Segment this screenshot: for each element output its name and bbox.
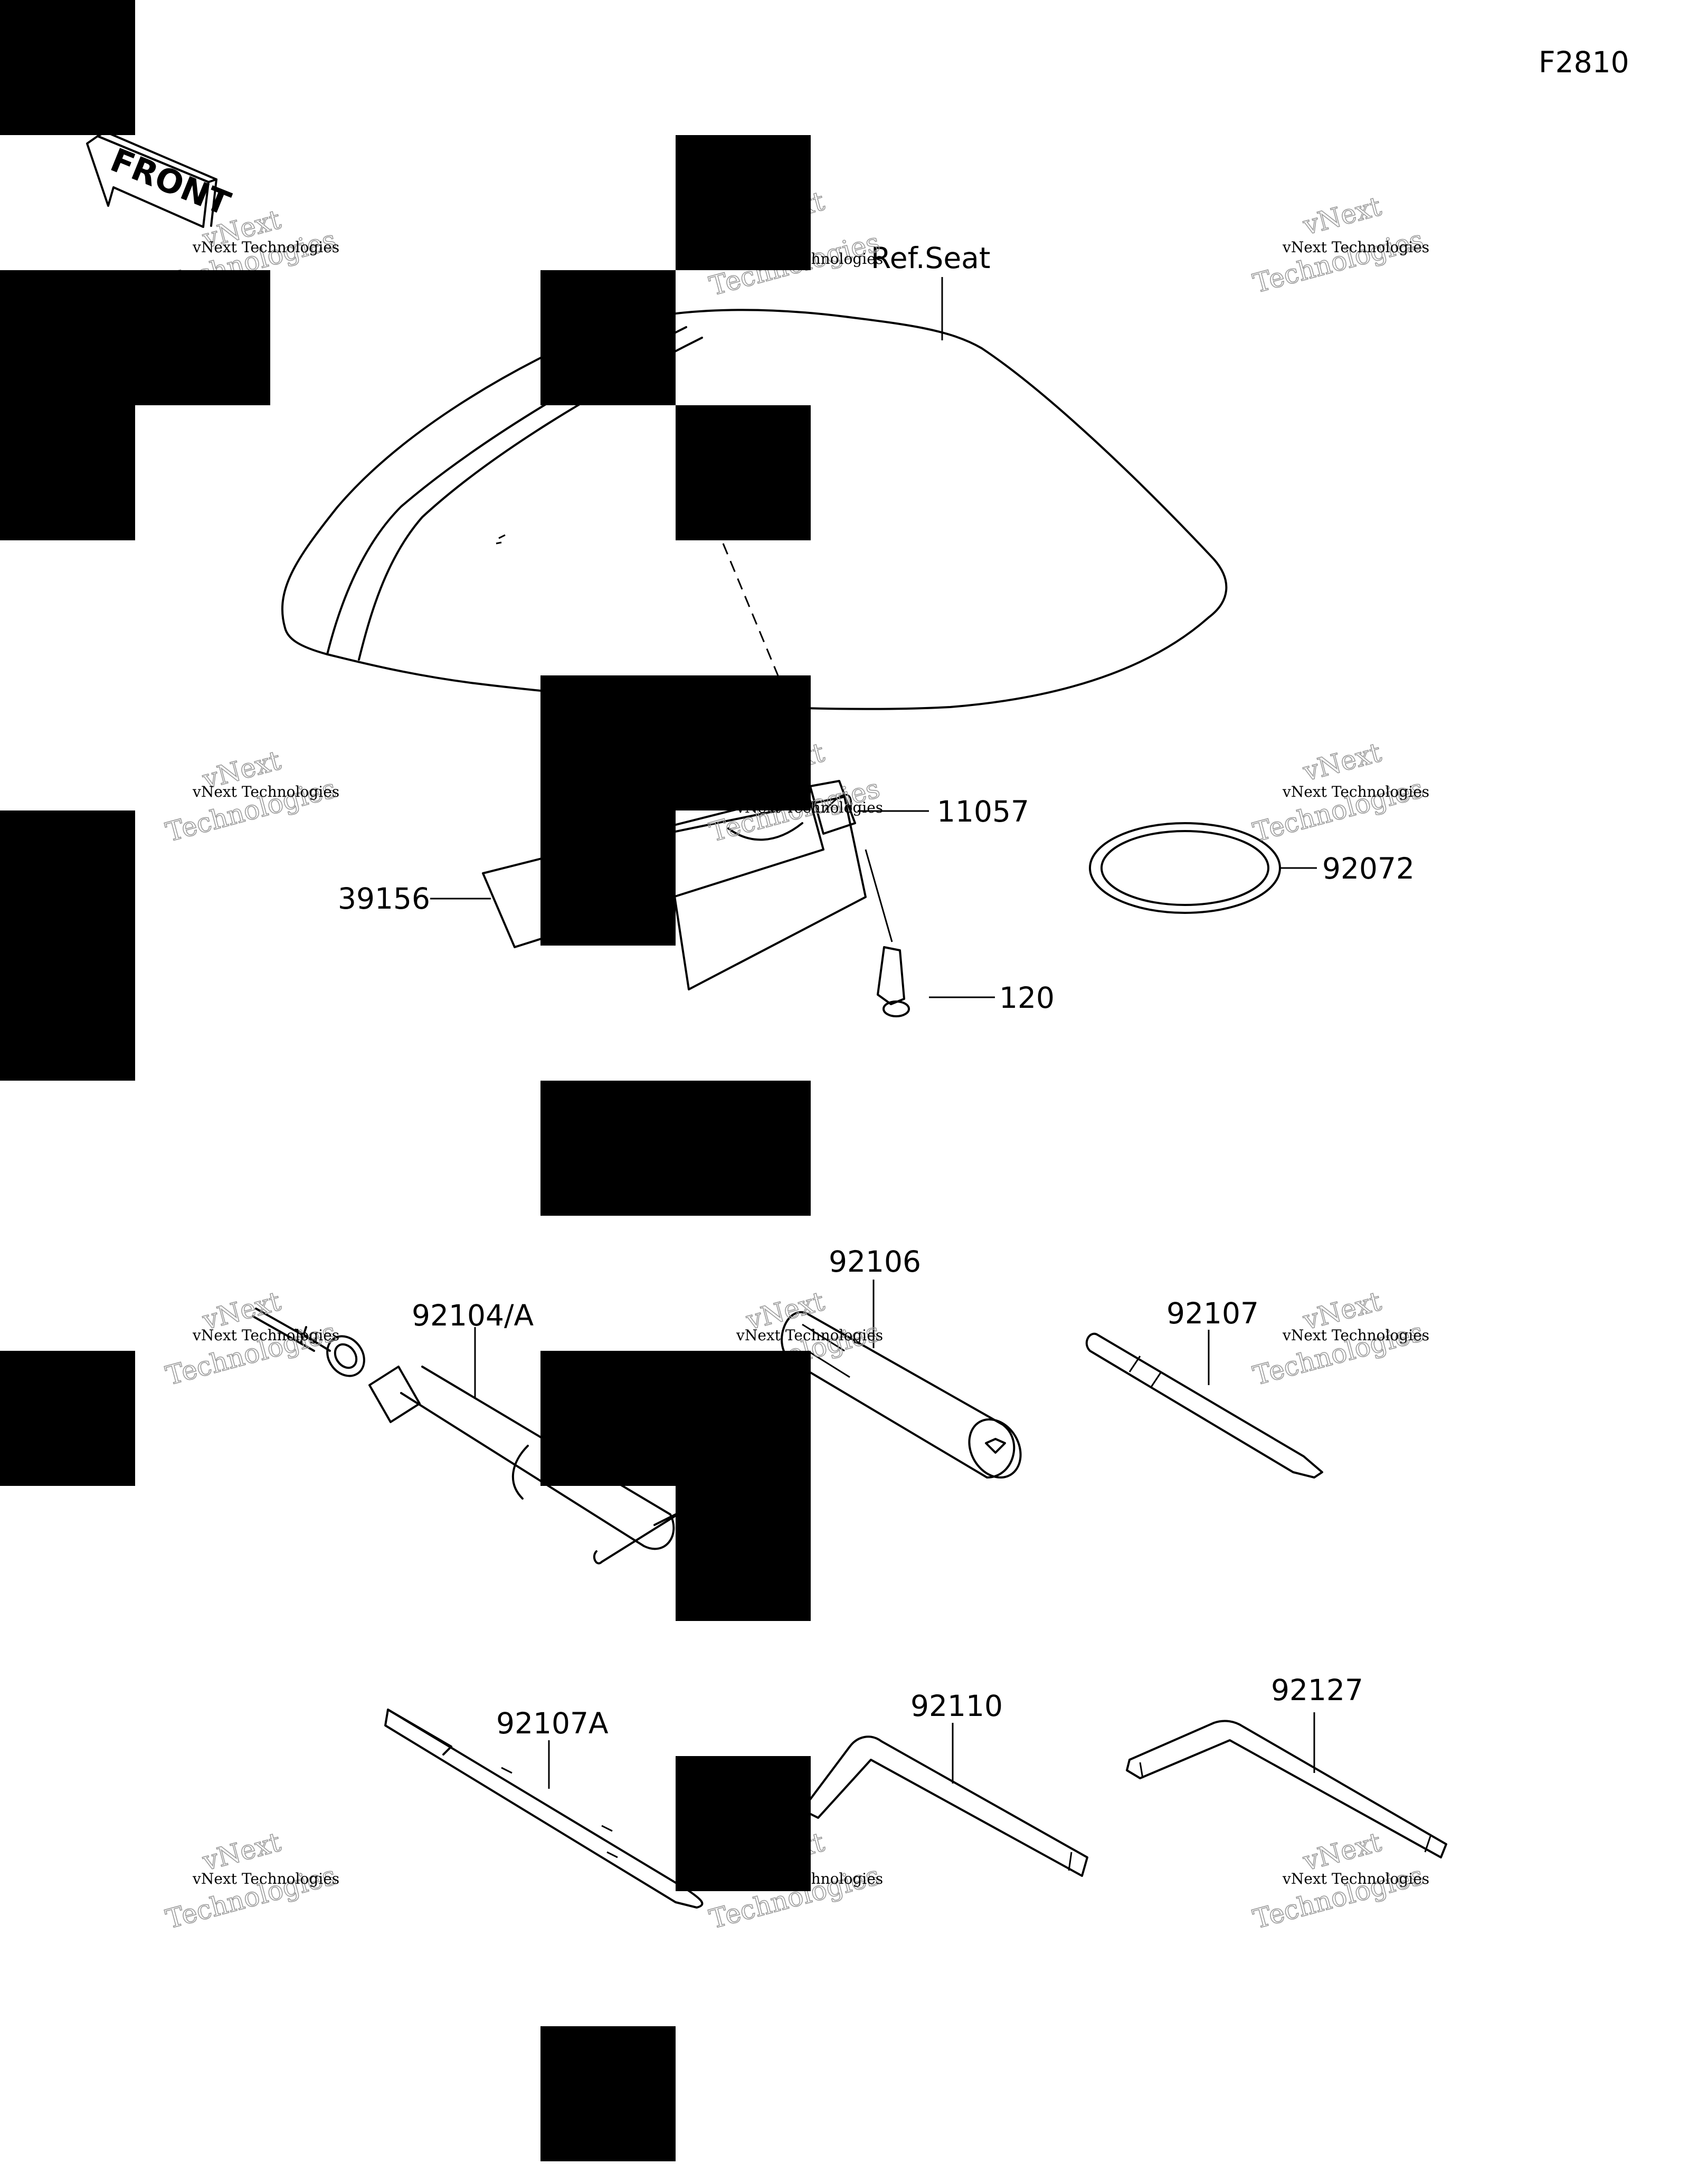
- diagram-code: F2810: [1539, 45, 1629, 79]
- redaction-block: [676, 1756, 811, 1891]
- svg-text:vNext Technologies: vNext Technologies: [192, 783, 339, 800]
- redaction-block: [540, 675, 811, 810]
- svg-text:Technologies: Technologies: [1250, 224, 1427, 299]
- label-11057: 11057: [937, 795, 1029, 828]
- redaction-block: [540, 1081, 811, 1216]
- redaction-block: [0, 810, 135, 1081]
- grease-tube-drawing: [252, 1308, 687, 1565]
- label-92127: 92127: [1271, 1673, 1363, 1707]
- tool-handle-drawing: [781, 1311, 1022, 1479]
- svg-text:vNext Technologies: vNext Technologies: [1282, 783, 1429, 800]
- label-92072: 92072: [1322, 852, 1415, 885]
- svg-text:vNext Technologies: vNext Technologies: [192, 239, 339, 256]
- hex-wrench-drawing: [801, 1735, 1088, 1877]
- redaction-block: [0, 0, 135, 135]
- redaction-block: [540, 810, 676, 946]
- bolt-drawing: [865, 849, 910, 1017]
- redaction-block: [0, 1351, 135, 1486]
- svg-text:vNext: vNext: [1299, 1827, 1384, 1877]
- redaction-block: [676, 1486, 811, 1621]
- label-92107a: 92107A: [496, 1706, 609, 1740]
- redaction-block: [540, 270, 676, 405]
- label-120: 120: [999, 981, 1055, 1015]
- svg-text:vNext Technologies: vNext Technologies: [1282, 239, 1429, 256]
- label-92110: 92110: [910, 1689, 1003, 1723]
- redaction-block: [676, 135, 811, 270]
- redaction-block: [540, 2026, 676, 2161]
- redaction-block: [0, 405, 135, 540]
- label-92107: 92107: [1166, 1296, 1259, 1330]
- o-ring-drawing: [1089, 822, 1281, 914]
- label-39156: 39156: [338, 882, 430, 915]
- svg-text:vNext Technologies: vNext Technologies: [736, 1327, 883, 1344]
- redaction-block: [0, 270, 270, 405]
- ref-seat-label: Ref.Seat: [871, 241, 990, 275]
- front-arrow-icon: FRONT: [86, 131, 235, 228]
- svg-text:vNext: vNext: [199, 1827, 284, 1877]
- svg-text:vNext Technologies: vNext Technologies: [1282, 1870, 1429, 1887]
- screwdriver-drawing: [1085, 1332, 1323, 1479]
- redaction-block: [676, 405, 811, 540]
- hex-wrench-2-drawing: [1126, 1720, 1447, 1858]
- svg-text:vNext Technologies: vNext Technologies: [192, 1327, 339, 1344]
- svg-text:vNext: vNext: [1299, 191, 1384, 241]
- redaction-blocks: [0, 0, 811, 2161]
- svg-text:vNext Technologies: vNext Technologies: [192, 1870, 339, 1887]
- front-arrow-label: FRONT: [105, 140, 235, 223]
- label-92104-a: 92104/A: [412, 1299, 534, 1332]
- svg-text:vNext Technologies: vNext Technologies: [1282, 1327, 1429, 1344]
- svg-text:vNext: vNext: [1299, 737, 1384, 787]
- label-92106: 92106: [829, 1245, 921, 1279]
- redaction-block: [540, 1351, 811, 1486]
